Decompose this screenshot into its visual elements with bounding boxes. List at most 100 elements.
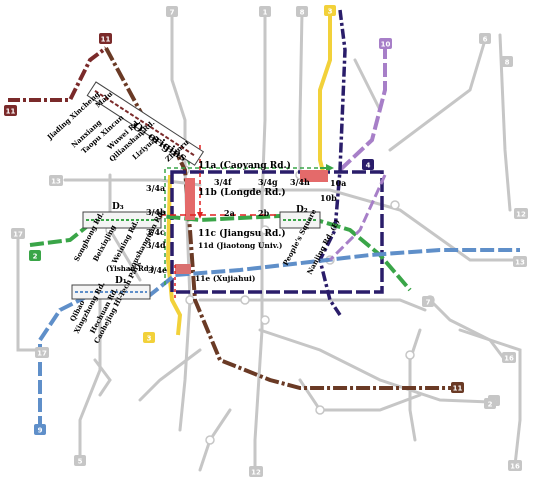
grey-line-mid (198, 298, 427, 312)
grey-line-12 (238, 188, 522, 262)
badge-11-left: 11 (4, 105, 17, 116)
badge-grey-8b: 8 (501, 56, 513, 67)
svg-text:2: 2 (488, 401, 493, 409)
svg-text:6: 6 (483, 36, 488, 44)
route-label-3-4h: 3/4h (290, 177, 310, 187)
grey-line-16b (458, 328, 522, 467)
route-label-10b: 10b (320, 193, 337, 203)
grey-line-6 (388, 38, 487, 152)
badge-grey-2: 2 (484, 398, 496, 409)
route-label-11a: 11a (Caoyang Rd.) (198, 160, 291, 171)
line-3-south (165, 174, 183, 336)
badge-11-top: 11 (99, 33, 112, 44)
svg-text:3: 3 (328, 8, 333, 16)
route-label-3-4a: 3/4a (146, 183, 165, 193)
grey-line-5 (78, 288, 102, 462)
station-dot (260, 315, 270, 325)
line-4-loop (170, 170, 384, 294)
line-9 (38, 248, 520, 430)
line-10-north (338, 45, 387, 172)
svg-text:8: 8 (505, 59, 510, 67)
route-label-11c-jiangsu: 11c (Jiangsu Rd.) (198, 228, 286, 239)
badge-grey-12b: 12 (249, 466, 263, 477)
badge-11-bottom: 11 (451, 382, 464, 393)
badge-grey-13b: 13 (513, 256, 527, 267)
route-label-11e: 11e (Xujiahui) (195, 274, 255, 283)
line-badges: 11 11 11 3 3 10 4 2 9 7 1 8 6 8 13 12 17… (4, 5, 528, 477)
badge-grey-8: 8 (296, 6, 308, 17)
svg-text:17: 17 (13, 231, 23, 239)
station-dot (390, 200, 400, 210)
station-dot (315, 405, 325, 415)
badge-grey-6: 6 (479, 33, 491, 44)
grey-line-6b (498, 33, 512, 212)
badge-2: 2 (29, 250, 41, 261)
line-10-south (328, 174, 387, 262)
red-transfer-bar (185, 178, 195, 220)
svg-text:7: 7 (170, 9, 175, 17)
station-dot (260, 225, 270, 235)
line-3-navy (318, 9, 347, 316)
badge-4: 4 (362, 159, 374, 170)
svg-text:13: 13 (51, 178, 61, 186)
station-dot (240, 295, 250, 305)
svg-text:7: 7 (426, 299, 431, 307)
svg-text:10: 10 (381, 41, 391, 49)
red-transfer-bar-south (175, 264, 191, 274)
badge-9: 9 (34, 424, 46, 435)
red-transfer-bar-east (300, 170, 328, 182)
line-3-north (318, 15, 332, 181)
route-label-3-4d: 3/4d (146, 240, 166, 250)
badge-10: 10 (379, 38, 392, 49)
svg-text:11: 11 (101, 36, 111, 44)
badge-grey-16: 16 (502, 352, 516, 363)
svg-text:5: 5 (78, 458, 83, 466)
route-label-11b: 11b (Longde Rd.) (198, 187, 286, 198)
station-dot (405, 350, 415, 360)
route-label-11d: 11d (Jiaotong Univ.) (198, 241, 282, 250)
badge-grey-12: 12 (514, 208, 528, 219)
svg-text:12: 12 (251, 469, 261, 477)
grey-line-ne (353, 58, 382, 112)
route-label-3-4c: 3/4c (146, 227, 165, 237)
badge-grey-7b: 7 (422, 296, 434, 307)
svg-text:8: 8 (300, 9, 305, 17)
svg-text:1: 1 (263, 9, 268, 17)
station-dot (205, 435, 215, 445)
svg-text:12: 12 (516, 211, 526, 219)
badge-grey-7: 7 (166, 6, 178, 17)
grey-line-loop-s (298, 378, 422, 412)
grey-line-west (108, 173, 142, 282)
route-label-2a: 2a (224, 208, 235, 218)
line-11-west (8, 46, 108, 102)
grey-line-stub (93, 358, 112, 397)
svg-text:11: 11 (6, 108, 16, 116)
svg-text:3: 3 (147, 335, 152, 343)
svg-text:2: 2 (33, 253, 38, 261)
green-route-box (164, 167, 330, 285)
station-dot (185, 295, 195, 305)
route-label-3-4g: 3/4g (258, 177, 278, 187)
svg-text:13: 13 (515, 259, 525, 267)
grey-line-16 (408, 328, 422, 442)
d1-label: D₁ (115, 276, 127, 286)
grey-line-1 (253, 10, 267, 472)
badge-3-top: 3 (324, 5, 336, 16)
grey-line-8-north (298, 10, 304, 177)
svg-text:11: 11 (453, 385, 463, 393)
grey-line-sw (138, 348, 202, 402)
origins-box (86, 81, 205, 166)
route-label-10a: 10a (330, 178, 346, 188)
route-label-3-4e: 3/4e (148, 265, 167, 275)
svg-text:4: 4 (366, 162, 371, 170)
badge-grey-16b: 16 (508, 460, 522, 471)
route-label-yishan: (Yishan Rd.) (106, 264, 154, 273)
badge-grey-13: 13 (49, 175, 63, 186)
grey-line-s (198, 408, 232, 472)
svg-text:16: 16 (510, 463, 520, 471)
d2-label: D₂ (296, 205, 308, 215)
route-label-3-4f: 3/4f (214, 177, 232, 187)
route-label-3-4b: 3/4b (146, 207, 166, 217)
badge-grey-5: 5 (74, 455, 86, 466)
